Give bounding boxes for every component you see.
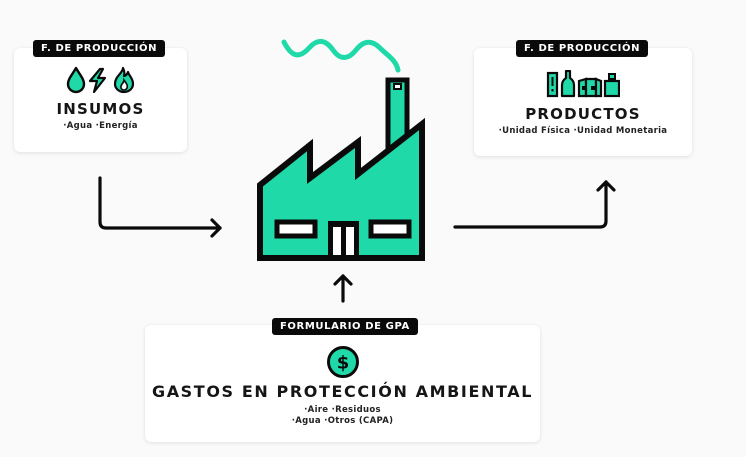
productos-tag: F. DE PRODUCCIÓN (516, 40, 649, 57)
factory-icon (257, 77, 425, 261)
productos-icons (474, 70, 692, 98)
factory-window-right (368, 219, 412, 239)
bottle-icon (560, 70, 576, 98)
gastos-items-line1: ·Aire ·Residuos (304, 405, 381, 415)
factory-window-left (274, 219, 318, 239)
flame-icon (113, 66, 134, 94)
insumos-icons (14, 66, 187, 94)
productos-icon-group (546, 70, 620, 98)
gastos-card: $ GASTOS EN PROTECCIÓN AMBIENTAL ·Aire ·… (145, 325, 540, 442)
gastos-icons: $ (145, 345, 540, 379)
productos-card: PRODUCTOS ·Unidad Física ·Unidad Monetar… (474, 48, 692, 156)
gastos-tag: FORMULARIO DE GPA (272, 318, 418, 335)
gastos-items-line2: ·Agua ·Otros (CAPA) (291, 416, 394, 426)
box-icon (577, 77, 603, 98)
arrow-factory-to-productos (453, 180, 616, 229)
insumos-card: INSUMOS ·Agua ·Energía (14, 48, 187, 152)
productos-title: PRODUCTOS (525, 105, 641, 123)
lightning-bolt-icon (88, 67, 106, 94)
insumos-items: ·Agua ·Energía (63, 121, 138, 131)
insumos-title: INSUMOS (56, 100, 145, 118)
insumos-tag: F. DE PRODUCCIÓN (33, 40, 166, 57)
arrow-gastos-to-factory (333, 274, 353, 303)
smoke-wave-icon (281, 39, 401, 73)
factory-door (328, 221, 359, 258)
dollar-coin-icon: $ (326, 346, 359, 378)
jar-icon (603, 73, 620, 98)
water-drop-icon (66, 66, 85, 94)
insumos-icon-group (66, 66, 134, 94)
svg-text:$: $ (336, 353, 349, 374)
productos-items: ·Unidad Física ·Unidad Monetaria (498, 126, 668, 136)
gastos-title: GASTOS EN PROTECCIÓN AMBIENTAL (151, 382, 534, 401)
tube-icon (546, 71, 559, 98)
arrow-insumos-to-factory (98, 176, 222, 238)
